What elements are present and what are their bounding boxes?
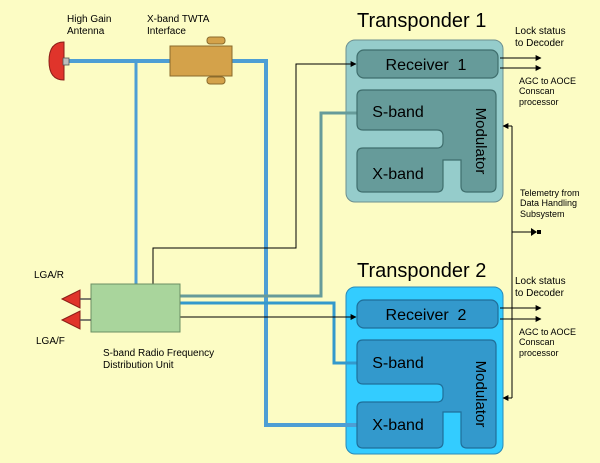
xband1-label: X-band bbox=[372, 166, 424, 183]
receiver2-block bbox=[356, 299, 499, 329]
sband1-label: S-band bbox=[372, 104, 424, 121]
antenna-feed bbox=[62, 57, 70, 66]
transponder2-title: Transponder 2 bbox=[357, 260, 487, 282]
xband2-label: X-band bbox=[372, 417, 424, 434]
twta-flange-bottom bbox=[206, 76, 226, 85]
link-rfdu-to-sband2 bbox=[180, 301, 357, 365]
lga-r-label: LGA/R bbox=[34, 270, 65, 281]
waveguide-antenna-to-rfdu bbox=[71, 59, 138, 284]
telemetry-connector-icon bbox=[531, 228, 541, 236]
rfdu-block bbox=[90, 283, 181, 333]
lga-f-label: LGA/F bbox=[36, 336, 65, 347]
twta-block bbox=[169, 45, 233, 77]
modulator1-label: Modulator bbox=[472, 108, 489, 175]
lga-r-icon bbox=[60, 289, 81, 309]
sband2-label: S-band bbox=[372, 355, 424, 372]
receiver1-label: Receiver 1 bbox=[386, 57, 467, 74]
waveguide-twta-to-xband2 bbox=[232, 59, 357, 427]
line-rfdu-to-receiver1 bbox=[152, 61, 357, 284]
transponder1-title: Transponder 1 bbox=[357, 10, 487, 32]
twta-flange-top bbox=[206, 36, 226, 45]
modulator2-label: Modulator bbox=[472, 361, 489, 428]
link-rfdu-to-sband1 bbox=[180, 111, 357, 298]
lga-f-icon bbox=[60, 310, 81, 330]
modulator1-block bbox=[356, 89, 497, 193]
receiver2-label: Receiver 2 bbox=[386, 307, 467, 324]
modulator2-block bbox=[356, 339, 497, 449]
receiver1-block bbox=[356, 49, 499, 79]
high-gain-antenna-icon bbox=[48, 41, 65, 81]
